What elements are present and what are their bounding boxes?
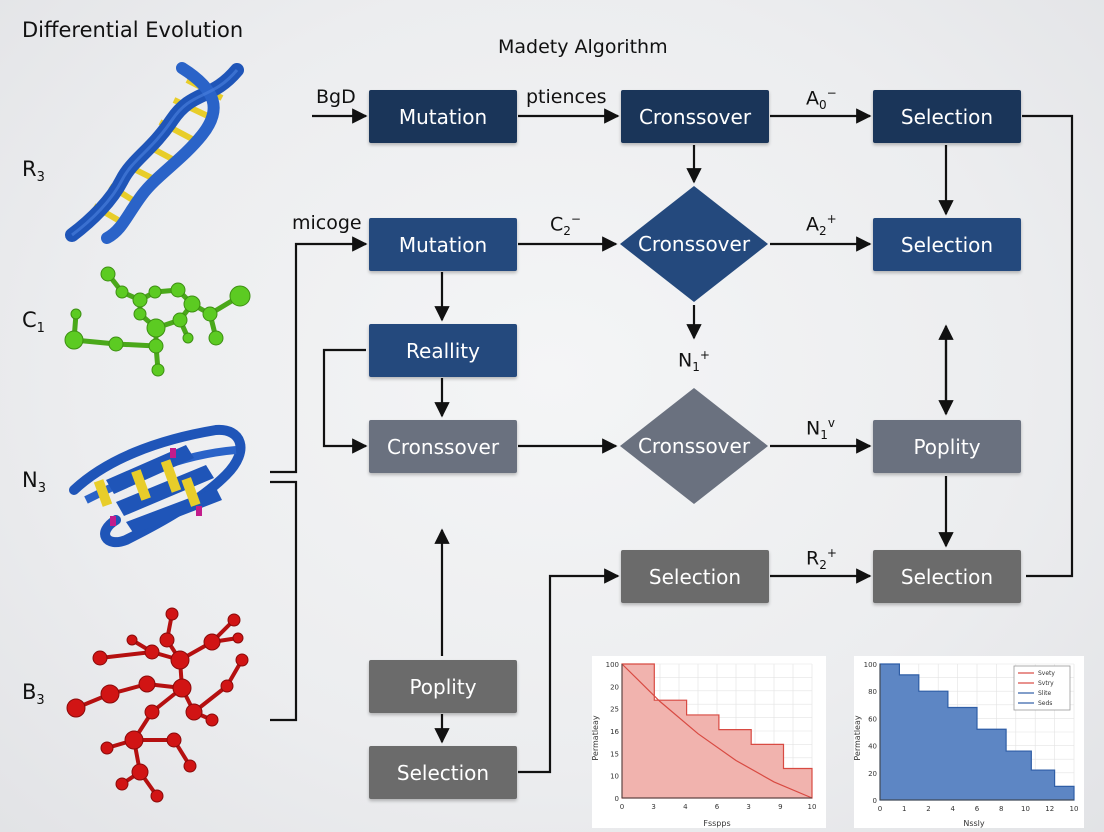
- edge-label-r2: R2+: [806, 546, 837, 573]
- chart0-xlabel: Fsspps: [703, 819, 730, 828]
- chart0-y-tick: 16: [610, 728, 619, 736]
- chart1-xlabel: Nssly: [963, 819, 985, 828]
- chart1-x-tick: 4: [951, 805, 956, 813]
- chart0-x-tick: 3: [746, 803, 750, 811]
- crossover-node-1[interactable]: Cronssover: [621, 90, 769, 143]
- chart1-y-tick: 100: [864, 661, 877, 669]
- chart0-y-tick: 25: [610, 706, 619, 714]
- chart0-x-tick: 9: [778, 803, 782, 811]
- chart0-step-area: [621, 663, 813, 799]
- crossover-node-2[interactable]: Cronssover: [369, 420, 517, 473]
- chart1-x-tick: 12: [1045, 805, 1054, 813]
- poplity-node-1-label: Poplity: [913, 434, 981, 459]
- edge-label-micoge: micoge: [292, 212, 362, 234]
- chart1-ylabel: Permatleay: [854, 715, 862, 760]
- crossover-node-2-label: Cronssover: [386, 434, 500, 459]
- edge-label-n1-v: N1v: [806, 416, 835, 443]
- crossover-node-1-label: Cronssover: [638, 104, 752, 129]
- chart1-y-tick: 0: [873, 797, 877, 805]
- red-molecule-image: [66, 607, 249, 803]
- chart1-x-tick: 10: [1070, 805, 1079, 813]
- reallity-node[interactable]: Reallity: [369, 324, 517, 377]
- mutation-node-1[interactable]: Mutation: [369, 90, 517, 143]
- row-label-b3: B3: [22, 680, 45, 709]
- edge-right-loop: [1022, 114, 1074, 578]
- edge-label-bgd: BgD: [316, 86, 356, 108]
- chart1-y-tick: 80: [868, 688, 877, 696]
- selection-node-2-label: Selection: [900, 232, 994, 257]
- edge-selection5-selection3: [518, 568, 620, 774]
- dna-helix-image: [65, 62, 244, 244]
- poplity-node-2[interactable]: Poplity: [369, 660, 517, 713]
- edge-label-n1-plus: N1+: [678, 348, 710, 375]
- chart0-y-tick: 0: [615, 795, 619, 803]
- chart1-step-area: [879, 663, 1075, 801]
- chart1-x-tick: 1: [902, 805, 906, 813]
- chart1-y-tick: 40: [868, 743, 877, 751]
- chart0-x-tick: 10: [808, 803, 817, 811]
- selection-node-2[interactable]: Selection: [873, 218, 1021, 271]
- chart0-curve: [621, 663, 813, 799]
- chart1-legend-label: Svety: [1038, 670, 1055, 677]
- chart0-ylabel: Permatleay: [592, 715, 600, 760]
- chart1-x-tick: 2: [926, 805, 930, 813]
- chart0-x-tick: 3: [651, 803, 655, 811]
- mutation-node-1-label: Mutation: [398, 104, 488, 129]
- edge-label-a0: A0−: [806, 86, 837, 113]
- chart0-y-tick: 100: [606, 661, 619, 669]
- row-label-c1: C1: [22, 308, 45, 337]
- page-title: Differential Evolution: [22, 18, 244, 42]
- chart0-y-tick: 10: [610, 773, 619, 781]
- mutation-node-2[interactable]: Mutation: [369, 218, 517, 271]
- poplity-node-2-label: Poplity: [409, 674, 477, 699]
- row-label-r3: R3: [22, 157, 45, 186]
- chart1-x-tick: 8: [999, 805, 1003, 813]
- chart1-y-tick: 60: [868, 715, 877, 723]
- chart1-x-tick: 10: [1021, 805, 1030, 813]
- diagram-subtitle: Madety Algorithm: [498, 36, 668, 58]
- chart1-legend-label: Seds: [1038, 700, 1052, 707]
- chart0-x-tick: 4: [683, 803, 688, 811]
- chart1-y-tick: 20: [868, 770, 877, 778]
- reallity-node-label: Reallity: [406, 338, 480, 363]
- selection-node-5-label: Selection: [396, 760, 490, 785]
- selection-node-3-label: Selection: [648, 564, 742, 589]
- mutation-node-2-label: Mutation: [398, 232, 488, 257]
- poplity-node-1[interactable]: Poplity: [873, 420, 1021, 473]
- chart1-legend-label: Svtry: [1038, 680, 1054, 687]
- selection-node-4[interactable]: Selection: [873, 550, 1021, 603]
- green-molecule-image: [64, 266, 251, 377]
- crossover-diamond-2-label: Cronssover: [637, 434, 751, 458]
- selection-node-3[interactable]: Selection: [621, 550, 769, 603]
- chart0-x-tick: 6: [715, 803, 720, 811]
- edge-reallity-loop: [322, 348, 368, 454]
- crossover-diamond-1-label: Cronssover: [637, 232, 751, 256]
- edge-label-ptiences: ptiences: [526, 86, 607, 108]
- crossover-diamond-1[interactable]: Cronssover: [618, 184, 770, 304]
- chart1-legend-label: Slite: [1038, 690, 1051, 697]
- selection-node-4-label: Selection: [900, 564, 994, 589]
- chart0-y-tick: 20: [610, 683, 619, 691]
- chart1-x-tick: 0: [878, 805, 882, 813]
- selection-node-5[interactable]: Selection: [369, 746, 517, 799]
- selection-node-1[interactable]: Selection: [873, 90, 1021, 143]
- edge-bracket-lower: [270, 480, 298, 722]
- selection-node-1-label: Selection: [900, 104, 994, 129]
- edge-label-c2: C2−: [550, 212, 581, 239]
- protein-ribbon-image: [69, 424, 246, 547]
- chart0-x-tick: 0: [620, 803, 624, 811]
- chart0-y-tick: 15: [610, 750, 619, 758]
- edge-micoge: [270, 236, 368, 474]
- chart1-x-tick: 6: [975, 805, 980, 813]
- crossover-diamond-2[interactable]: Cronssover: [618, 386, 770, 506]
- edge-label-a2: A2+: [806, 212, 837, 239]
- row-label-n3: N3: [22, 468, 46, 497]
